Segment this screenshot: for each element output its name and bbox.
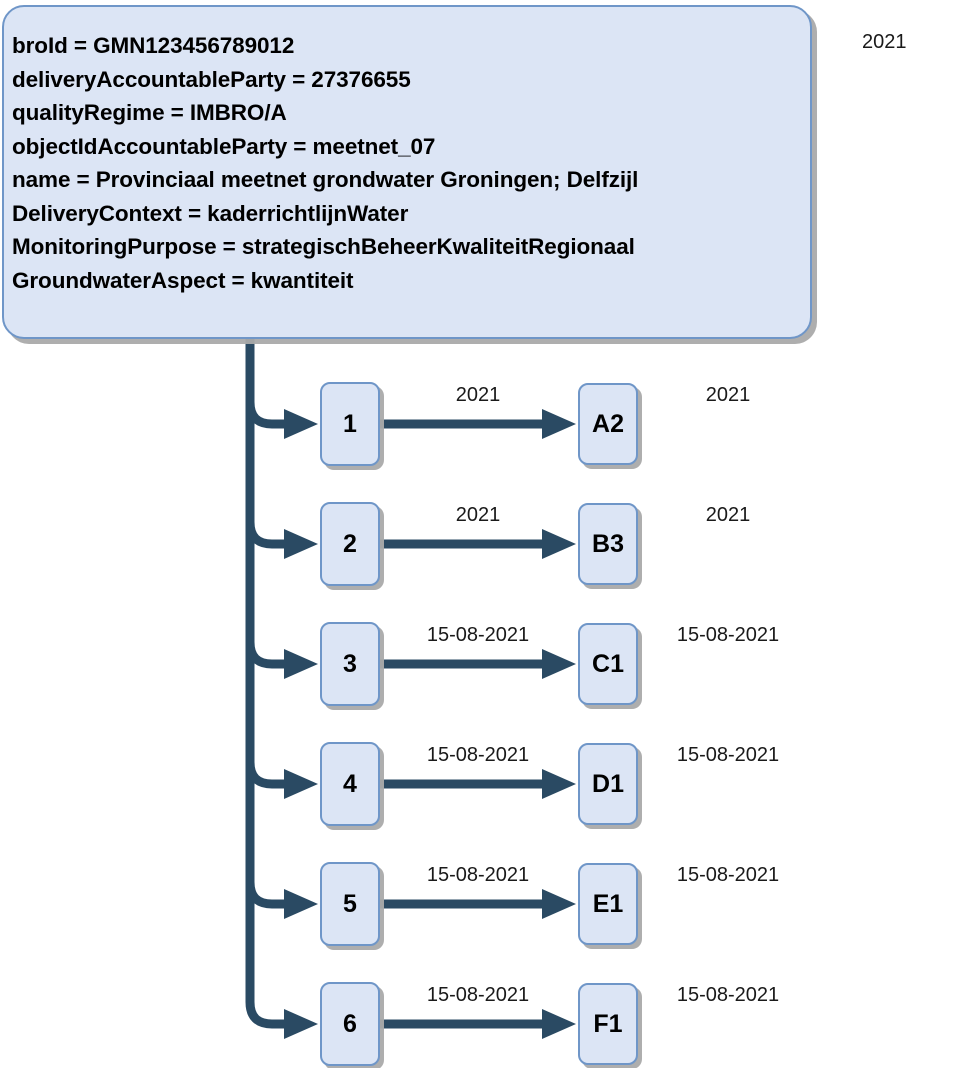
row-date-label: 15-08-2021 (676, 624, 780, 646)
node-monitoring-tube-C1[interactable]: C1 (578, 623, 638, 705)
edge-label: 15-08-2021 (426, 984, 530, 1006)
node-measuring-point-5[interactable]: 5 (320, 862, 380, 946)
node-measuring-point-3[interactable]: 3 (320, 622, 380, 706)
node-monitoring-tube-A2[interactable]: A2 (578, 383, 638, 465)
attribute-line: MonitoringPurpose = strategischBeheerKwa… (12, 234, 635, 259)
node-monitoring-tube-F1[interactable]: F1 (578, 983, 638, 1065)
diagram-title-label: 2021 (862, 31, 907, 53)
attribute-line: name = Provinciaal meetnet grondwater Gr… (12, 167, 639, 192)
edge-label: 2021 (455, 384, 501, 406)
row-date-label: 15-08-2021 (676, 864, 780, 886)
attribute-list: broId = GMN123456789012 deliveryAccountab… (12, 29, 808, 297)
attribute-line: DeliveryContext = kaderrichtlijnWater (12, 200, 409, 226)
edge-label: 15-08-2021 (426, 744, 530, 766)
node-monitoring-tube-B3[interactable]: B3 (578, 503, 638, 585)
row-date-label: 15-08-2021 (676, 984, 780, 1006)
edge-label: 15-08-2021 (426, 864, 530, 886)
attribute-line: qualityRegime = IMBRO/A (12, 100, 287, 125)
node-measuring-point-2[interactable]: 2 (320, 502, 380, 586)
attribute-line: broId = GMN123456789012 (12, 33, 295, 58)
attribute-line: objectIdAccountableParty = meetnet_07 (12, 133, 436, 159)
node-measuring-point-6[interactable]: 6 (320, 982, 380, 1066)
node-monitoring-tube-D1[interactable]: D1 (578, 743, 638, 825)
edge-label: 15-08-2021 (426, 624, 530, 646)
row-date-label: 2021 (705, 504, 751, 526)
attribute-line: GroundwaterAspect = kwantiteit (12, 267, 354, 293)
node-measuring-point-1[interactable]: 1 (320, 382, 380, 466)
attribute-line: deliveryAccountableParty = 27376655 (12, 66, 411, 92)
node-measuring-point-4[interactable]: 4 (320, 742, 380, 826)
node-monitoring-tube-E1[interactable]: E1 (578, 863, 638, 945)
row-date-label: 15-08-2021 (676, 744, 780, 766)
gmn-attribute-box[interactable]: broId = GMN123456789012 deliveryAccountab… (2, 5, 812, 339)
edge-label: 2021 (455, 504, 501, 526)
row-date-label: 2021 (705, 384, 751, 406)
